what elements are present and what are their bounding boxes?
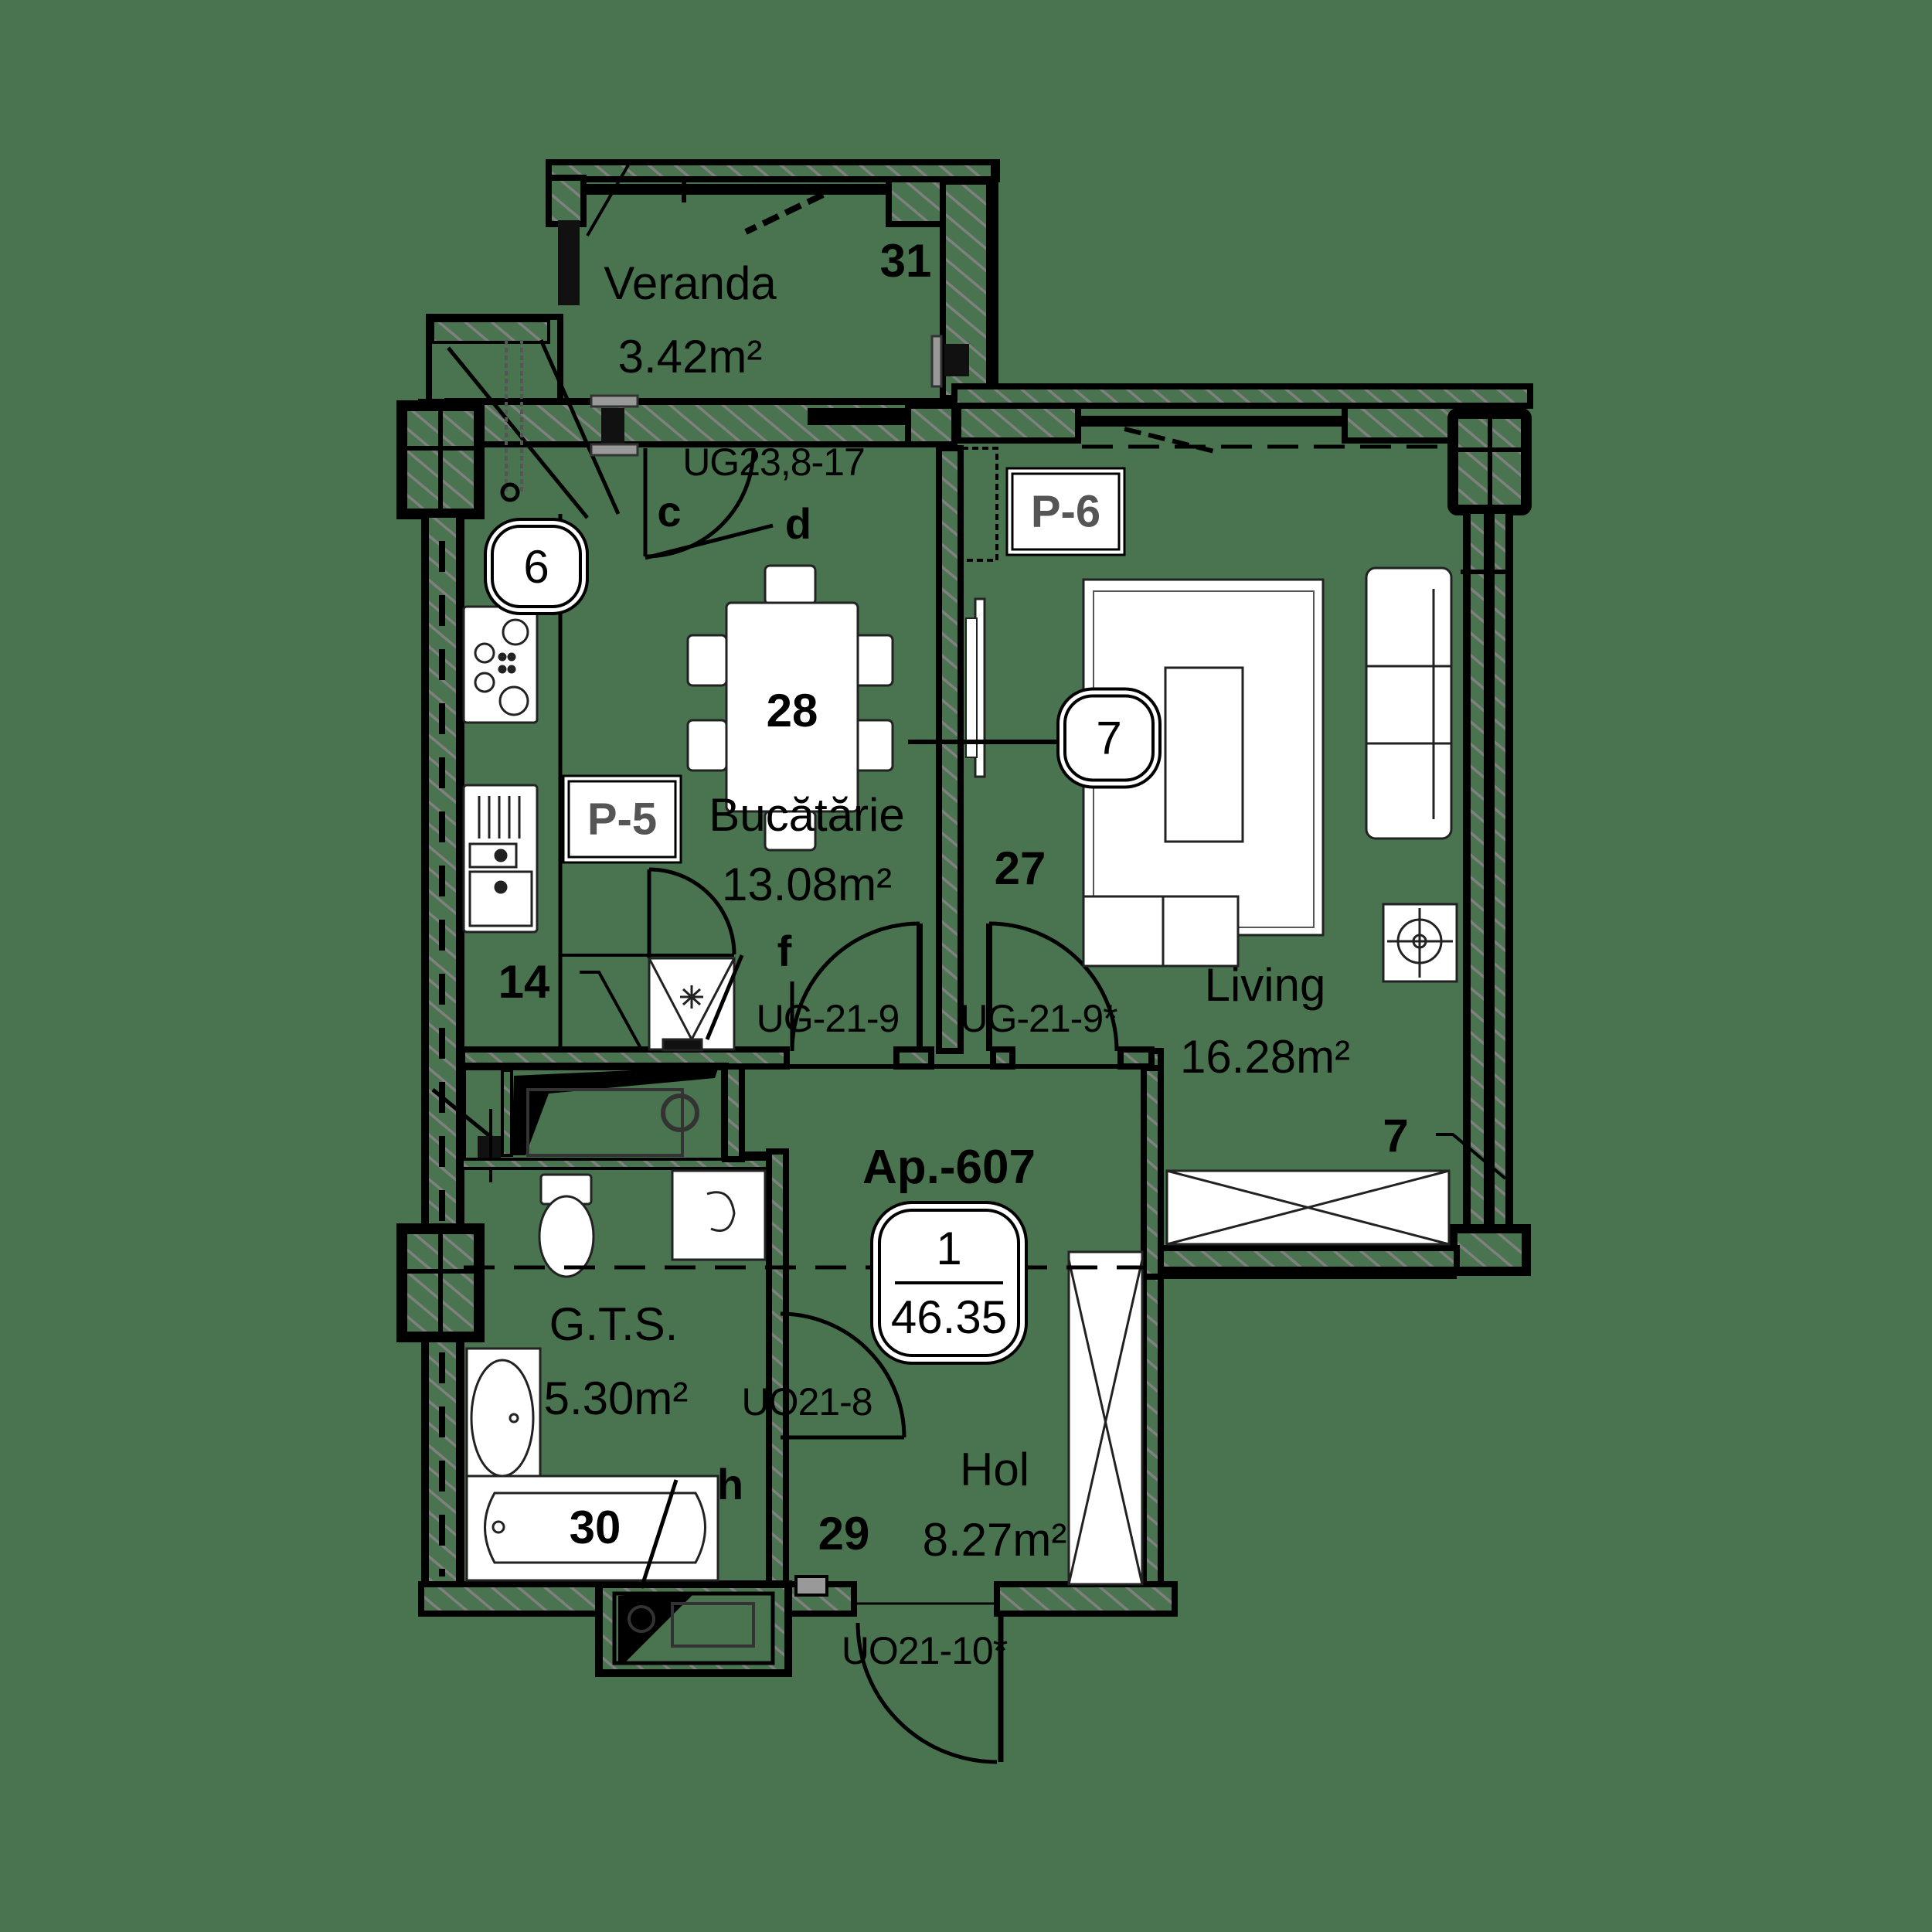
ref-7: 7 <box>1383 1110 1409 1162</box>
bathroom-door-code: UO21-8 <box>741 1380 872 1423</box>
panel-p5: P-5 <box>567 780 677 859</box>
living-name: Living <box>1204 959 1326 1011</box>
bathroom-tag: 30 <box>569 1502 621 1553</box>
kitchen-tag: 28 <box>766 685 818 736</box>
kitchen-door-code: UG-21-9 <box>756 997 900 1040</box>
marker-f: f <box>777 927 792 975</box>
exterior-walls <box>396 383 1533 1677</box>
fraction-line <box>895 1281 1003 1284</box>
marker-d: d <box>784 499 812 548</box>
veranda-tag: 31 <box>879 235 932 287</box>
veranda-door-code: UG23,8-17 <box>682 440 866 484</box>
living-area: 16.28m² <box>1179 1031 1351 1083</box>
marker-c: c <box>657 487 682 536</box>
living-door-code: UG-21-9* <box>960 997 1117 1040</box>
veranda-walls <box>396 159 1000 519</box>
door-swings <box>643 447 1119 1764</box>
veranda-area: 3.42m² <box>617 331 763 383</box>
apartment-label: Ap.-607 <box>862 1141 1036 1194</box>
entrance-door-code: UO21-10* <box>841 1629 1008 1672</box>
kitchen-area: 13.08m² <box>721 859 893 910</box>
hall-tag: 29 <box>818 1508 870 1560</box>
apartment-total-area: 46.35 <box>890 1291 1008 1343</box>
hall-area: 8.27m² <box>922 1514 1067 1566</box>
veranda-name: Veranda <box>604 257 777 309</box>
hall-name: Hol <box>959 1444 1030 1495</box>
apartment-summary-box: 1 46.35 <box>878 1209 1020 1357</box>
marker-h: h <box>716 1460 744 1509</box>
circle-tag-7: 7 <box>1063 694 1155 782</box>
apartment-rooms-count: 1 <box>936 1223 962 1274</box>
ref-14: 14 <box>498 956 550 1008</box>
bathroom-area: 5.30m² <box>543 1372 689 1424</box>
living-tag: 27 <box>994 842 1046 894</box>
furniture <box>462 514 1458 1586</box>
leader-lines <box>464 570 1511 1589</box>
panel-p6: P-6 <box>1011 472 1121 551</box>
circle-tag-6: 6 <box>491 525 582 608</box>
bathroom-name: G.T.S. <box>549 1298 679 1350</box>
kitchen-name: Bucătărie <box>709 789 905 841</box>
